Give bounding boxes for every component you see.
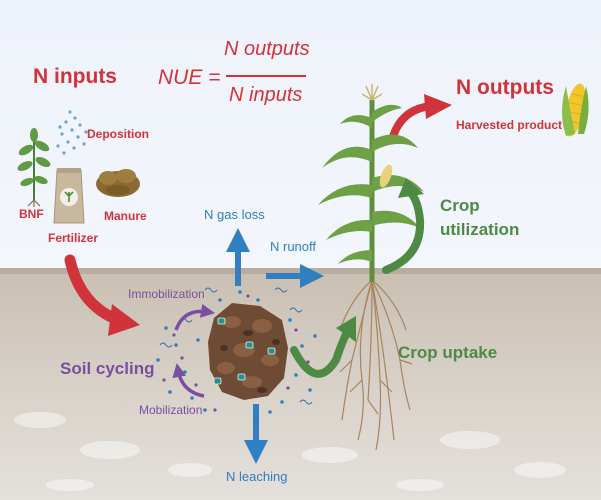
outputs-arrowhead [424,94,452,119]
crop-uptake-label: Crop uptake [398,343,498,362]
deposition-icon [56,110,88,155]
corn-plant [318,84,424,451]
crop-utilization-label: Crop utilization [440,196,520,239]
outputs-subtitle: Harvested product [456,118,563,132]
soil-aggregate [156,287,317,414]
deposition-label: Deposition [87,127,149,141]
immobilization-label: Immobilization [128,287,205,301]
gas-loss-label: N gas loss [204,207,265,222]
crop-utilization-arrowhead [398,178,424,198]
fertilizer-bag-icon [53,168,85,224]
mobilization-label: Mobilization [139,403,203,417]
outputs-title: N outputs [456,76,554,99]
inputs-arrowhead [108,304,140,336]
crop-utilization-arrow [382,188,425,274]
manure-icon [96,169,140,197]
immobilization-arrow [174,303,215,331]
mobilization-arrow [172,363,205,398]
formula-lhs: NUE = [158,66,221,89]
corn-cob-icon [562,83,589,137]
soil-cycling-label: Soil cycling [60,359,155,378]
runoff-label: N runoff [270,239,317,254]
soil-texture [14,412,566,491]
formula-denominator: N inputs [229,84,303,106]
bnf-label: BNF [19,207,44,221]
manure-label: Manure [104,209,147,223]
bnf-plant-icon [17,128,51,207]
crop-uptake-arrowhead [336,316,356,342]
crop-uptake-arrow [290,326,352,378]
inputs-title: N inputs [33,65,117,88]
formula-numerator: N outputs [224,38,310,60]
leaching-label: N leaching [226,469,288,484]
fertilizer-label: Fertilizer [48,231,99,245]
